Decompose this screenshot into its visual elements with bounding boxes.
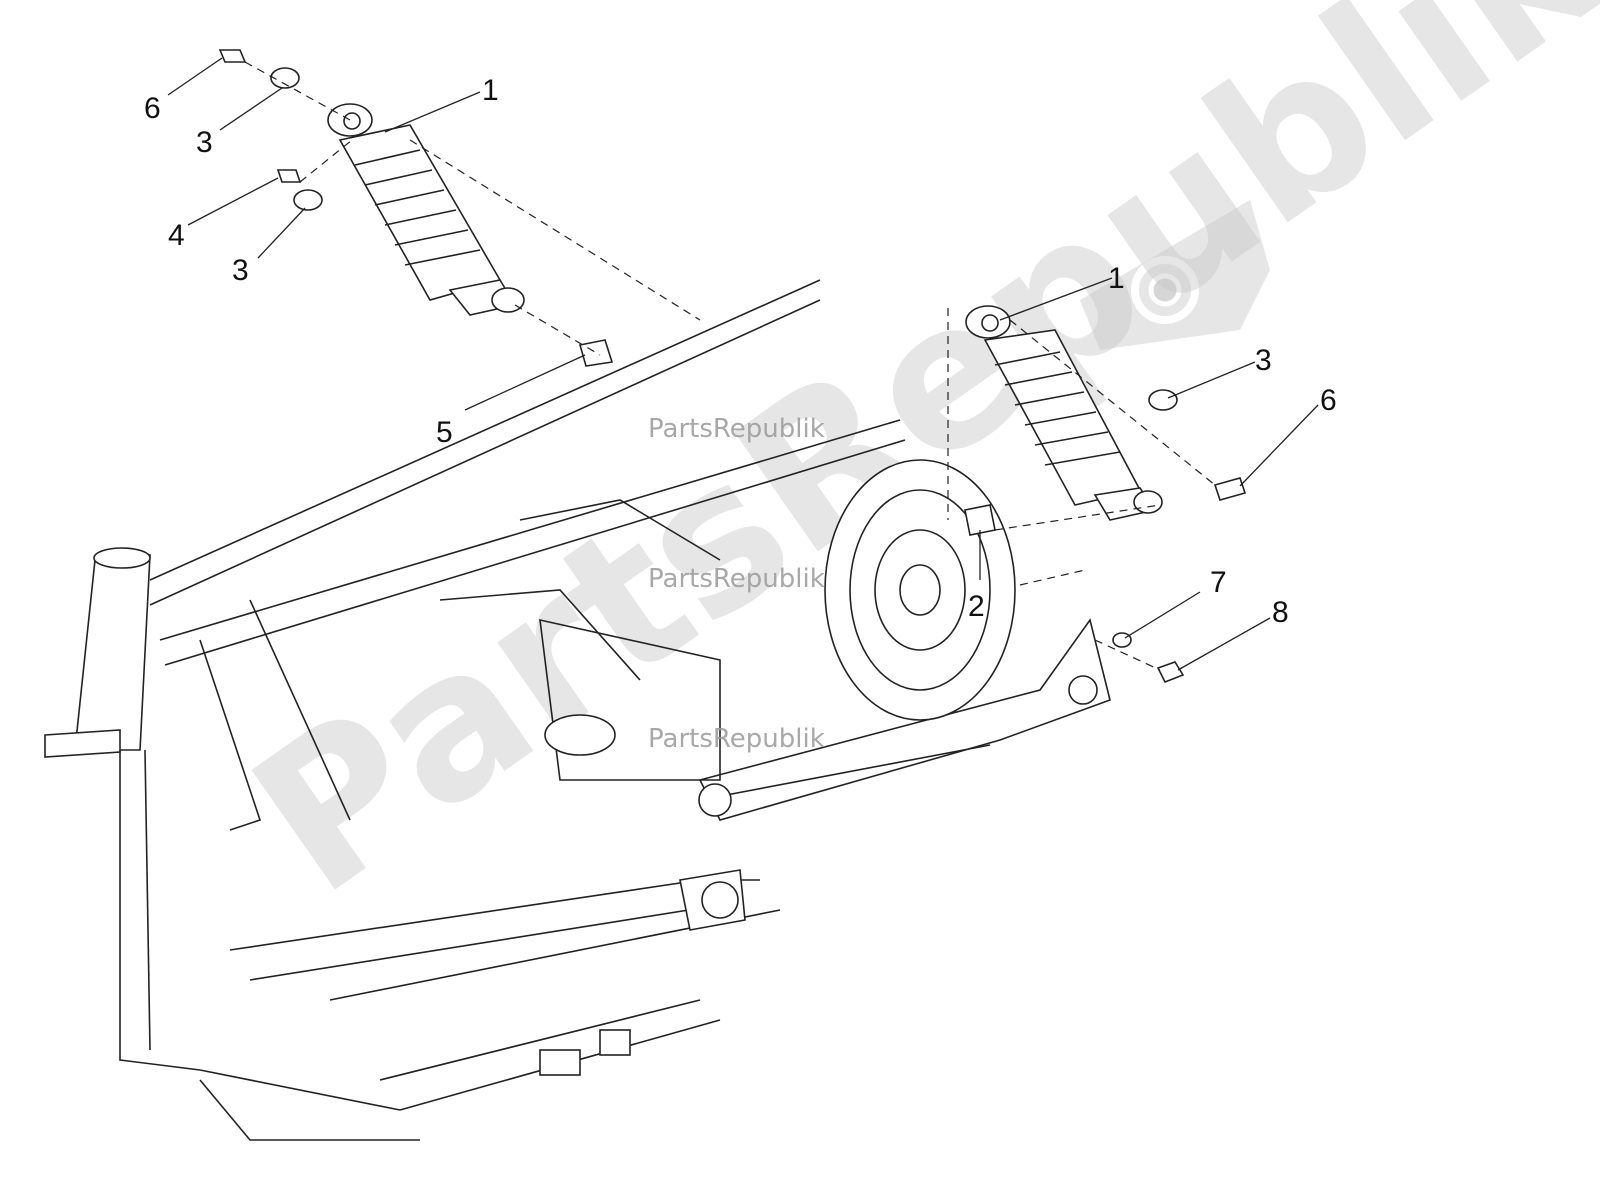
hardware xyxy=(218,49,1247,684)
swingarm xyxy=(698,618,1111,821)
watermark-text-1: PartsRepublik xyxy=(648,414,825,444)
callout-3-mid-left: 3 xyxy=(232,254,249,287)
alignment-lines xyxy=(244,61,1216,671)
callout-8: 8 xyxy=(1272,596,1289,629)
callout-7: 7 xyxy=(1210,566,1227,599)
watermark-text-2: PartsRepublik xyxy=(648,564,825,594)
callout-3-top-left: 3 xyxy=(196,126,213,159)
callout-1-left-shock: 1 xyxy=(482,74,499,107)
callout-6-right: 6 xyxy=(1320,384,1337,417)
shock-absorber-left xyxy=(327,103,525,316)
motorcycle-frame xyxy=(44,279,906,1141)
watermark-logo xyxy=(1080,200,1270,350)
callout-3-right: 3 xyxy=(1255,344,1272,377)
leader-lines xyxy=(167,57,1319,671)
callout-1-right-shock: 1 xyxy=(1108,262,1125,295)
rear-hub xyxy=(824,459,1016,721)
callout-6-left: 6 xyxy=(144,92,161,125)
watermark-text-3: PartsRepublik xyxy=(648,724,825,754)
callout-2: 2 xyxy=(968,590,985,623)
callout-4: 4 xyxy=(168,219,185,252)
callout-5: 5 xyxy=(436,416,453,449)
